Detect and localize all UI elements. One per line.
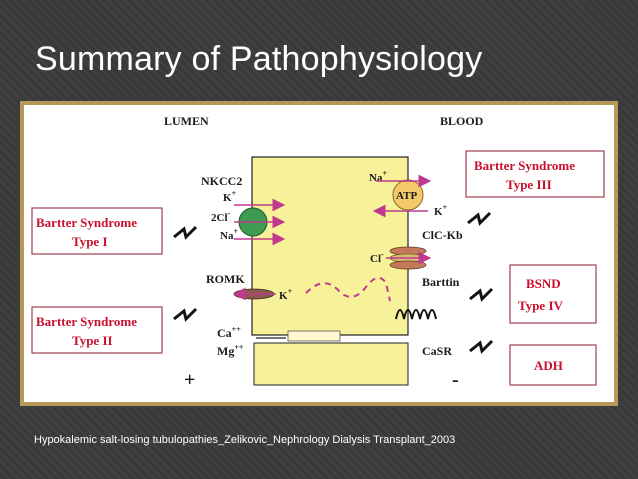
nkcc2-na-sup: +: [233, 227, 238, 236]
nkcc2-label: NKCC2: [201, 174, 242, 188]
bsnd-type4-box: [509, 264, 597, 324]
clckb-cl-label: Cl-: [370, 250, 384, 265]
lumen-label: LUMEN: [164, 114, 209, 128]
clckb-label: ClC-Kb: [422, 228, 463, 242]
blood-charge-minus: -: [452, 369, 459, 391]
nkcc2-k-sup: +: [232, 189, 237, 198]
block-type1-icon: [173, 225, 198, 240]
barttin-label: Barttin: [422, 275, 460, 289]
bartter-type1-line2: Type I: [72, 234, 108, 249]
mg-sup: ++: [234, 343, 244, 352]
bsnd-type4-line1: BSND: [526, 276, 561, 291]
atp-k-text: K: [434, 206, 443, 218]
ca-text: Ca: [217, 326, 232, 340]
clckb-cl-text: Cl: [370, 253, 381, 265]
block-type4-icon: [469, 287, 494, 302]
blood-label: BLOOD: [440, 114, 484, 128]
nkcc2-cl-text: 2Cl: [211, 212, 228, 224]
block-type3-icon: [467, 211, 492, 226]
atp-k-sup: +: [443, 203, 448, 212]
nkcc2-cl-label: 2Cl-: [211, 209, 231, 224]
block-type2-icon: [173, 307, 198, 322]
romk-k-label: K+: [279, 287, 293, 302]
nkcc2-na-text: Na: [220, 230, 234, 242]
figure-frame: LUMEN BLOOD NKCC2 K+ 2Cl- Na+ ROMK K+: [20, 101, 618, 406]
bartter-type3-line1: Bartter Syndrome: [474, 158, 575, 173]
romk-k-sup: +: [288, 287, 293, 296]
bartter-type2-line2: Type II: [72, 333, 113, 348]
clckb-channel-bot: [389, 260, 427, 270]
ca-sup: ++: [232, 325, 242, 334]
atp-label: ATP: [396, 190, 417, 202]
mg-text: Mg: [217, 344, 234, 358]
nkcc2-k-text: K: [223, 192, 232, 204]
figure-panel: LUMEN BLOOD NKCC2 K+ 2Cl- Na+ ROMK K+: [24, 105, 614, 402]
atp-k-label: K+: [434, 203, 448, 218]
bartter-type1-box: [31, 207, 163, 255]
bartter-type2-box: [31, 306, 163, 354]
ca-label: Ca++: [217, 325, 241, 340]
slide-title: Summary of Pathophysiology: [35, 40, 483, 78]
bartter-type3-line2: Type III: [506, 177, 552, 192]
casr-receptor: [395, 309, 437, 320]
pathophysiology-diagram: LUMEN BLOOD NKCC2 K+ 2Cl- Na+ ROMK K+: [31, 114, 605, 391]
atp-na-text: Na: [369, 172, 383, 184]
casr-label: CaSR: [422, 344, 452, 358]
nkcc2-k-label: K+: [223, 189, 237, 204]
romk-k-text: K: [279, 290, 288, 302]
atp-na-sup: +: [382, 169, 387, 178]
adh-label: ADH: [534, 358, 563, 373]
citation-text: Hypokalemic salt-losing tubulopathies_Ze…: [34, 434, 456, 446]
tubular-cell: [251, 156, 409, 336]
clckb-cl-sup: -: [381, 250, 384, 259]
atp-pump: [392, 179, 424, 211]
tight-junction: [287, 330, 341, 342]
romk-label: ROMK: [206, 272, 245, 286]
bartter-type1-line1: Bartter Syndrome: [36, 215, 137, 230]
bartter-type3-box: [465, 150, 605, 198]
nkcc2-na-label: Na+: [220, 227, 238, 242]
nkcc2-cl-sup: -: [228, 209, 231, 218]
lumen-charge-plus: +: [184, 369, 195, 391]
mg-label: Mg++: [217, 343, 244, 358]
paracellular-block: [253, 342, 409, 386]
bsnd-type4-line2: Type IV: [518, 298, 564, 313]
bartter-type2-line1: Bartter Syndrome: [36, 314, 137, 329]
adh-box: [509, 344, 597, 386]
block-casr-icon: [469, 339, 494, 354]
